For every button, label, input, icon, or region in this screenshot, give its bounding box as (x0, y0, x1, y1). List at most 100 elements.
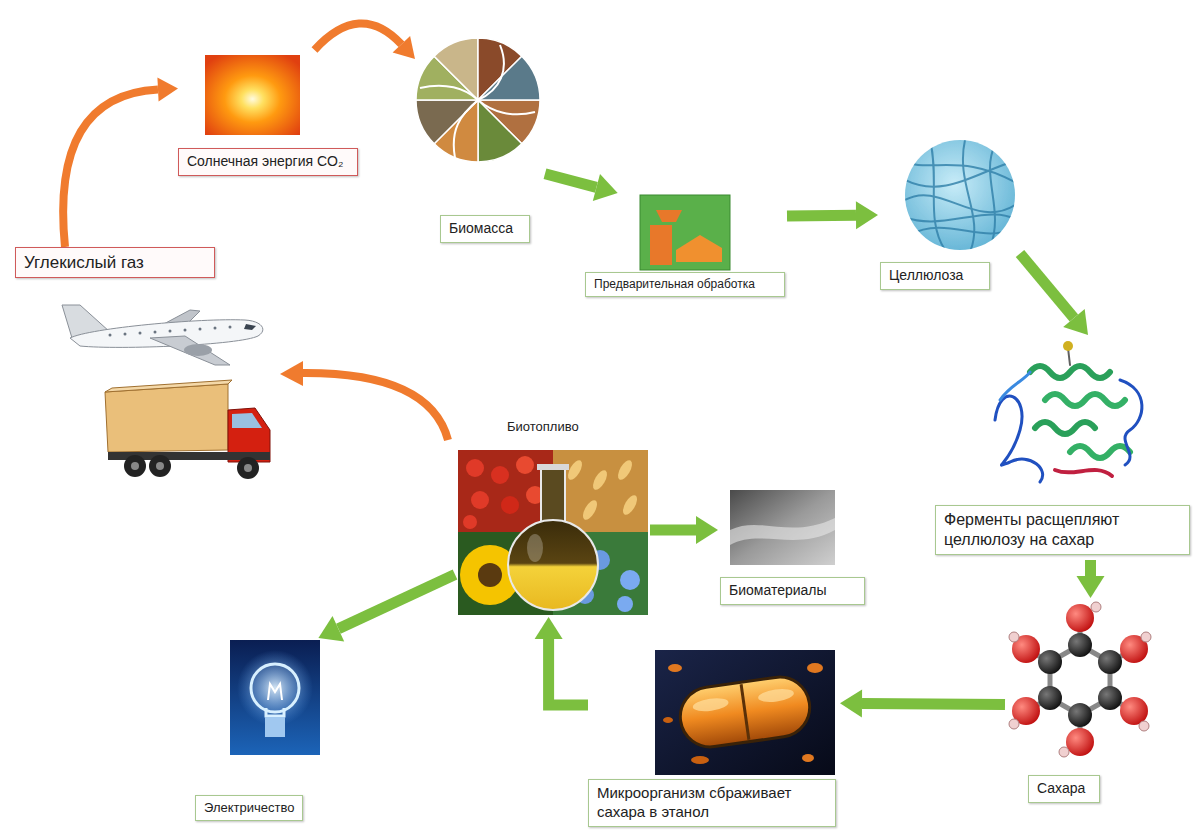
flow-arrow (318, 575, 455, 642)
biofuel-collage-part (478, 563, 502, 587)
solar-energy-box: Солнечная энергия CO₂ (178, 50, 360, 178)
enzyme-protein-part (1070, 446, 1130, 458)
sugar-molecule-part (1139, 721, 1149, 731)
airplane-picture-part-part (139, 332, 142, 335)
airplane-picture (62, 305, 263, 365)
sun-picture (205, 55, 300, 135)
enzyme-protein-part (1035, 422, 1095, 434)
arrow-shaft (545, 174, 596, 188)
arrow-shaft (862, 703, 1005, 704)
airplane-picture-part-part (214, 327, 217, 330)
truck-picture-part (124, 455, 146, 477)
biomass-collage-part (478, 56, 540, 100)
enzyme-protein-part (995, 396, 1043, 482)
sugar-molecule-part (1098, 650, 1122, 674)
biofuel-collage-part-part (615, 458, 635, 482)
airplane-picture-part-part (199, 328, 202, 331)
cellulose-fibres-part-part (990, 145, 995, 248)
microorganism-picture-part (807, 663, 823, 673)
cellulose-fibres-part-part (910, 228, 1012, 235)
arrow-head (856, 201, 878, 229)
enzymes-box: Ферменты расщепляют целлюлозу на сахар (935, 335, 1190, 560)
biofuel-collage-part (617, 596, 633, 612)
microorganism-picture-part (668, 664, 682, 672)
arrow-head (1077, 576, 1105, 598)
truck-picture-part (244, 464, 252, 472)
arrow-head (593, 174, 618, 201)
cellulose-fibres (900, 140, 1020, 252)
microorganism-picture-part (691, 756, 709, 764)
microorganism-picture-part (676, 673, 813, 751)
arrow-head (696, 516, 718, 544)
arrow-head (1063, 309, 1088, 335)
enzyme-protein-part (1063, 341, 1073, 351)
pretreatment-icon-part (676, 235, 722, 262)
arrow-head (157, 77, 178, 101)
airplane-picture-part (109, 326, 232, 337)
enzyme-protein-part (1055, 470, 1112, 476)
microorganism-picture-part (663, 717, 673, 723)
airplane-picture-part-part (184, 329, 187, 332)
sugar-molecule-part (1141, 632, 1151, 642)
arrow-shaft (1020, 254, 1074, 319)
arrow-shaft (787, 210, 856, 222)
biofuel-collage-part (491, 466, 509, 484)
light-bulb-picture-part (230, 640, 320, 755)
cellulose-fibres-part-part (963, 140, 974, 252)
flow-arrow (63, 77, 178, 247)
arrow-head (318, 616, 344, 641)
sugar-molecule-part (1066, 604, 1094, 632)
pretreatment-icon-part (656, 210, 682, 222)
arrow-head (535, 617, 563, 639)
airplane-picture-part-part (109, 334, 112, 337)
flow-arrow (315, 23, 416, 58)
biomass-collage-part (420, 45, 535, 158)
truck-picture (105, 380, 270, 479)
airplane-picture-part-part (154, 331, 157, 334)
arrow-head (840, 689, 862, 717)
sugar-molecule-part (1068, 703, 1092, 727)
microorganism-picture-part-part (741, 684, 749, 739)
transport-arrow-part (302, 373, 448, 440)
light-bulb-picture-part (268, 684, 282, 700)
arrow-shaft (549, 639, 588, 705)
light-bulb-picture-part (265, 717, 285, 737)
microorganism-picture-part-part (692, 696, 729, 713)
node-caption: Солнечная энергия CO₂ (178, 148, 358, 176)
airplane-picture-part-part (124, 333, 127, 336)
biofuel-collage-part (541, 468, 565, 526)
airplane-picture-part (244, 324, 256, 330)
biofuel-collage-part (620, 570, 640, 590)
node-caption: Биомасса (440, 215, 530, 243)
arrow-shaft (650, 525, 696, 536)
flow-arrow (545, 174, 618, 201)
sugar-molecule-part (1068, 633, 1092, 657)
biofuel-collage-part (527, 534, 543, 562)
airplane-picture-part-part (229, 326, 232, 329)
sugar-molecule-part (1026, 618, 1134, 742)
biomass-collage-part (478, 100, 522, 162)
sugar-molecule-part (1091, 602, 1101, 612)
truck-picture-part (131, 462, 139, 470)
light-bulb-picture-part (266, 708, 284, 716)
biofuel-collage-part (508, 520, 598, 610)
cellulose-fibres-part (900, 140, 1020, 252)
node-caption: Предварительная обработка (585, 272, 785, 297)
transport-arrow-part (280, 361, 303, 386)
sugar-molecule-part (1098, 686, 1122, 710)
biomass-collage (416, 38, 540, 162)
node-caption: Биоматериалы (720, 577, 865, 605)
biofuel-collage-part (458, 450, 553, 532)
microorganism-picture (655, 650, 835, 775)
arrow-head (393, 36, 415, 59)
flow-arrow (1020, 254, 1088, 336)
biofuel-collage-part (516, 456, 534, 474)
sugar-molecule-part (1066, 728, 1094, 756)
cellulose-fibres-part-part (905, 195, 1015, 212)
sugar-molecule-part (1038, 650, 1062, 674)
microorganism-picture-part (655, 650, 835, 775)
biomass-collage-part (434, 38, 478, 100)
